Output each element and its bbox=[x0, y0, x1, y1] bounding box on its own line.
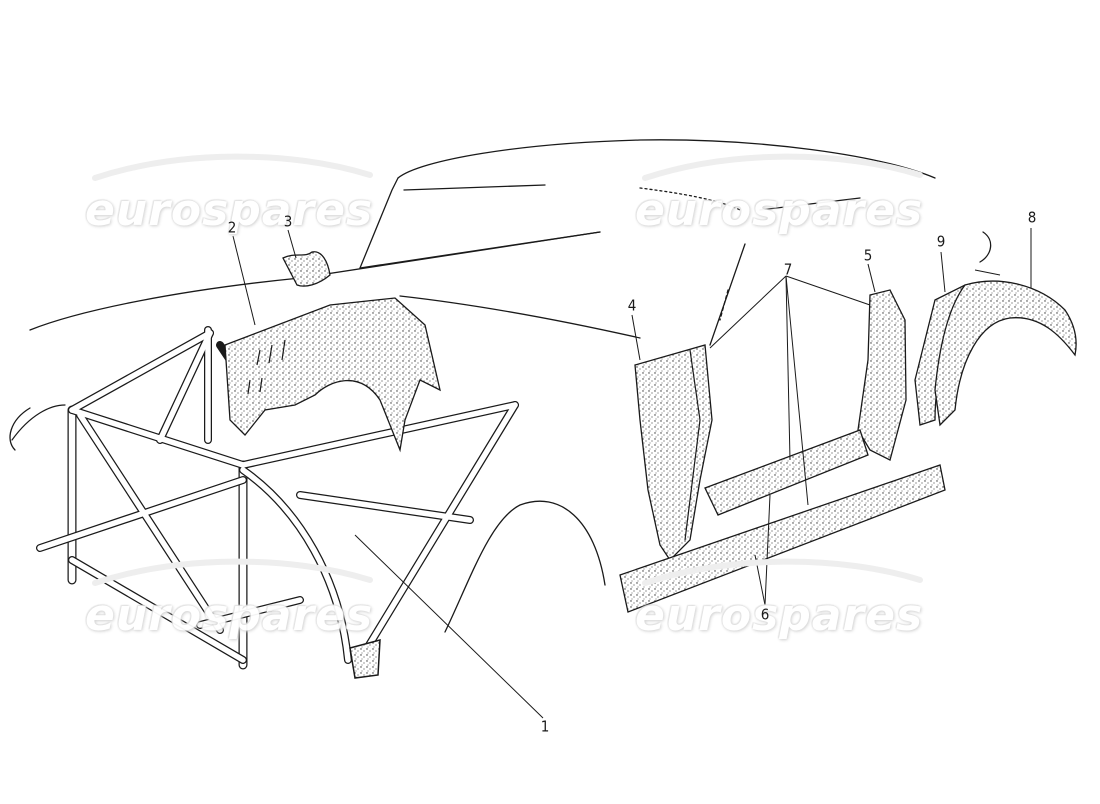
part-7-floor-strip bbox=[704, 429, 869, 516]
part-8-outer-arch bbox=[934, 280, 1077, 427]
callout-9[interactable]: 9 bbox=[936, 232, 946, 251]
body-outline-wheel-arch bbox=[444, 500, 606, 633]
callout-8[interactable]: 8 bbox=[1027, 208, 1037, 227]
chassis-frame bbox=[11, 326, 519, 679]
part-5-pillar bbox=[857, 289, 907, 461]
body-outline-hood bbox=[29, 231, 601, 331]
callout-6[interactable]: 6 bbox=[760, 605, 770, 624]
body-outline-roof bbox=[397, 139, 936, 179]
part-4-pillar bbox=[634, 344, 713, 562]
leader-lines bbox=[232, 228, 1032, 719]
part-3-bracket bbox=[282, 251, 331, 287]
callout-5[interactable]: 5 bbox=[863, 246, 873, 265]
callout-4[interactable]: 4 bbox=[627, 296, 637, 315]
callout-3[interactable]: 3 bbox=[283, 212, 293, 231]
callout-7[interactable]: 7 bbox=[783, 260, 793, 279]
callout-1[interactable]: 1 bbox=[540, 717, 550, 736]
callout-2[interactable]: 2 bbox=[227, 218, 237, 237]
part-2-panel bbox=[224, 297, 441, 453]
body-outline-windshield bbox=[359, 177, 399, 269]
